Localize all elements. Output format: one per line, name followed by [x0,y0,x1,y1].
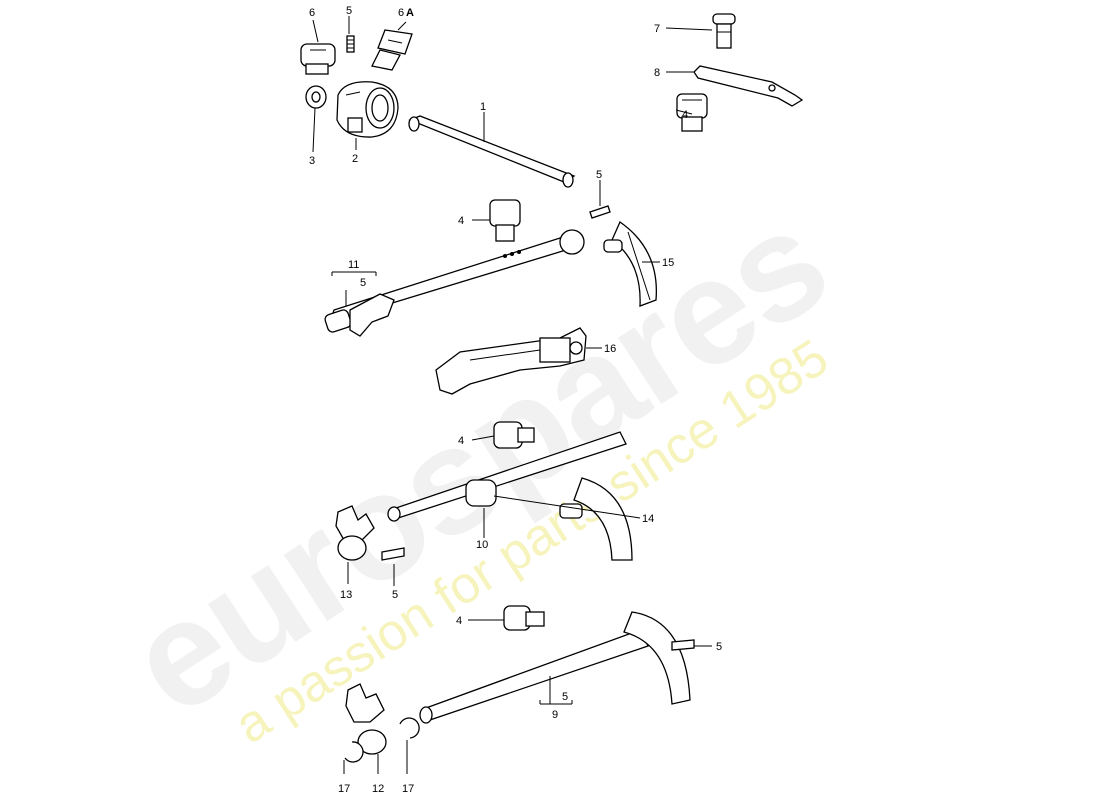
label-1: 1 [480,101,486,113]
label-2: 2 [352,153,358,165]
part-16-lever [435,327,587,395]
label-5-bottom: 5 [562,691,568,703]
part-4-plug-middle [493,421,535,449]
label-11: 11 [348,259,359,271]
label-9: 9 [552,709,558,721]
label-5-lower: 5 [716,641,722,653]
label-6: 6 [309,7,315,19]
label-7: 7 [654,23,660,35]
label-4-upper: 4 [458,215,464,227]
label-5-rail: 5 [360,277,366,289]
part-5-pin-lower [671,639,695,651]
label-4-top-right: 4 [682,109,688,121]
label-3: 3 [309,155,315,167]
part-12-selector-finger [345,683,387,755]
label-5-top: 5 [346,5,352,17]
part-shift-fork-lower [623,611,691,705]
part-6-plug [300,43,336,75]
label-12: 12 [372,783,384,795]
label-8: 8 [654,67,660,79]
part-5-pin-middle [381,547,405,561]
label-16: 16 [604,343,616,355]
part-6a-plug [371,29,413,71]
label-10: 10 [476,539,488,551]
label-6a-letter: A [406,7,414,19]
labels: 6 5 6 A 3 2 1 7 8 4 4 5 11 5 15 16 4 10 … [309,5,722,795]
part-1-shaft [408,115,576,188]
part-13-selector-finger [335,505,375,561]
part-17-circlip-right [399,717,420,739]
label-17-right: 17 [402,783,414,795]
part-7-bolt [712,13,736,49]
leader-lines [312,16,713,774]
part-14-shift-fork [559,477,633,561]
label-5-middle: 5 [392,589,398,601]
part-15-shift-fork [603,221,658,307]
part-2-selector-housing [336,81,399,138]
watermark-logo: eurospares [101,176,854,746]
part-9-rail [419,629,649,724]
part-3-washer [305,85,327,109]
label-4-lower: 4 [456,615,462,627]
label-14: 14 [642,513,654,525]
label-6a-number: 6 [398,7,404,19]
label-5-upper: 5 [596,169,602,181]
label-15: 15 [662,257,674,269]
label-4-middle: 4 [458,435,464,447]
part-5-pin-upper [589,205,611,219]
part-4-plug-upper [489,199,521,242]
part-17-circlip-left [344,741,364,763]
label-13: 13 [340,589,352,601]
part-4-plug-lower [503,605,545,631]
part-8-bracket [693,65,804,107]
label-17-left: 17 [338,783,350,795]
part-10-rail [387,431,627,522]
watermark: eurospares a passion for parts since 198… [101,176,854,755]
part-11-selector-rail [324,229,585,337]
part-5-pin-top [346,35,355,53]
